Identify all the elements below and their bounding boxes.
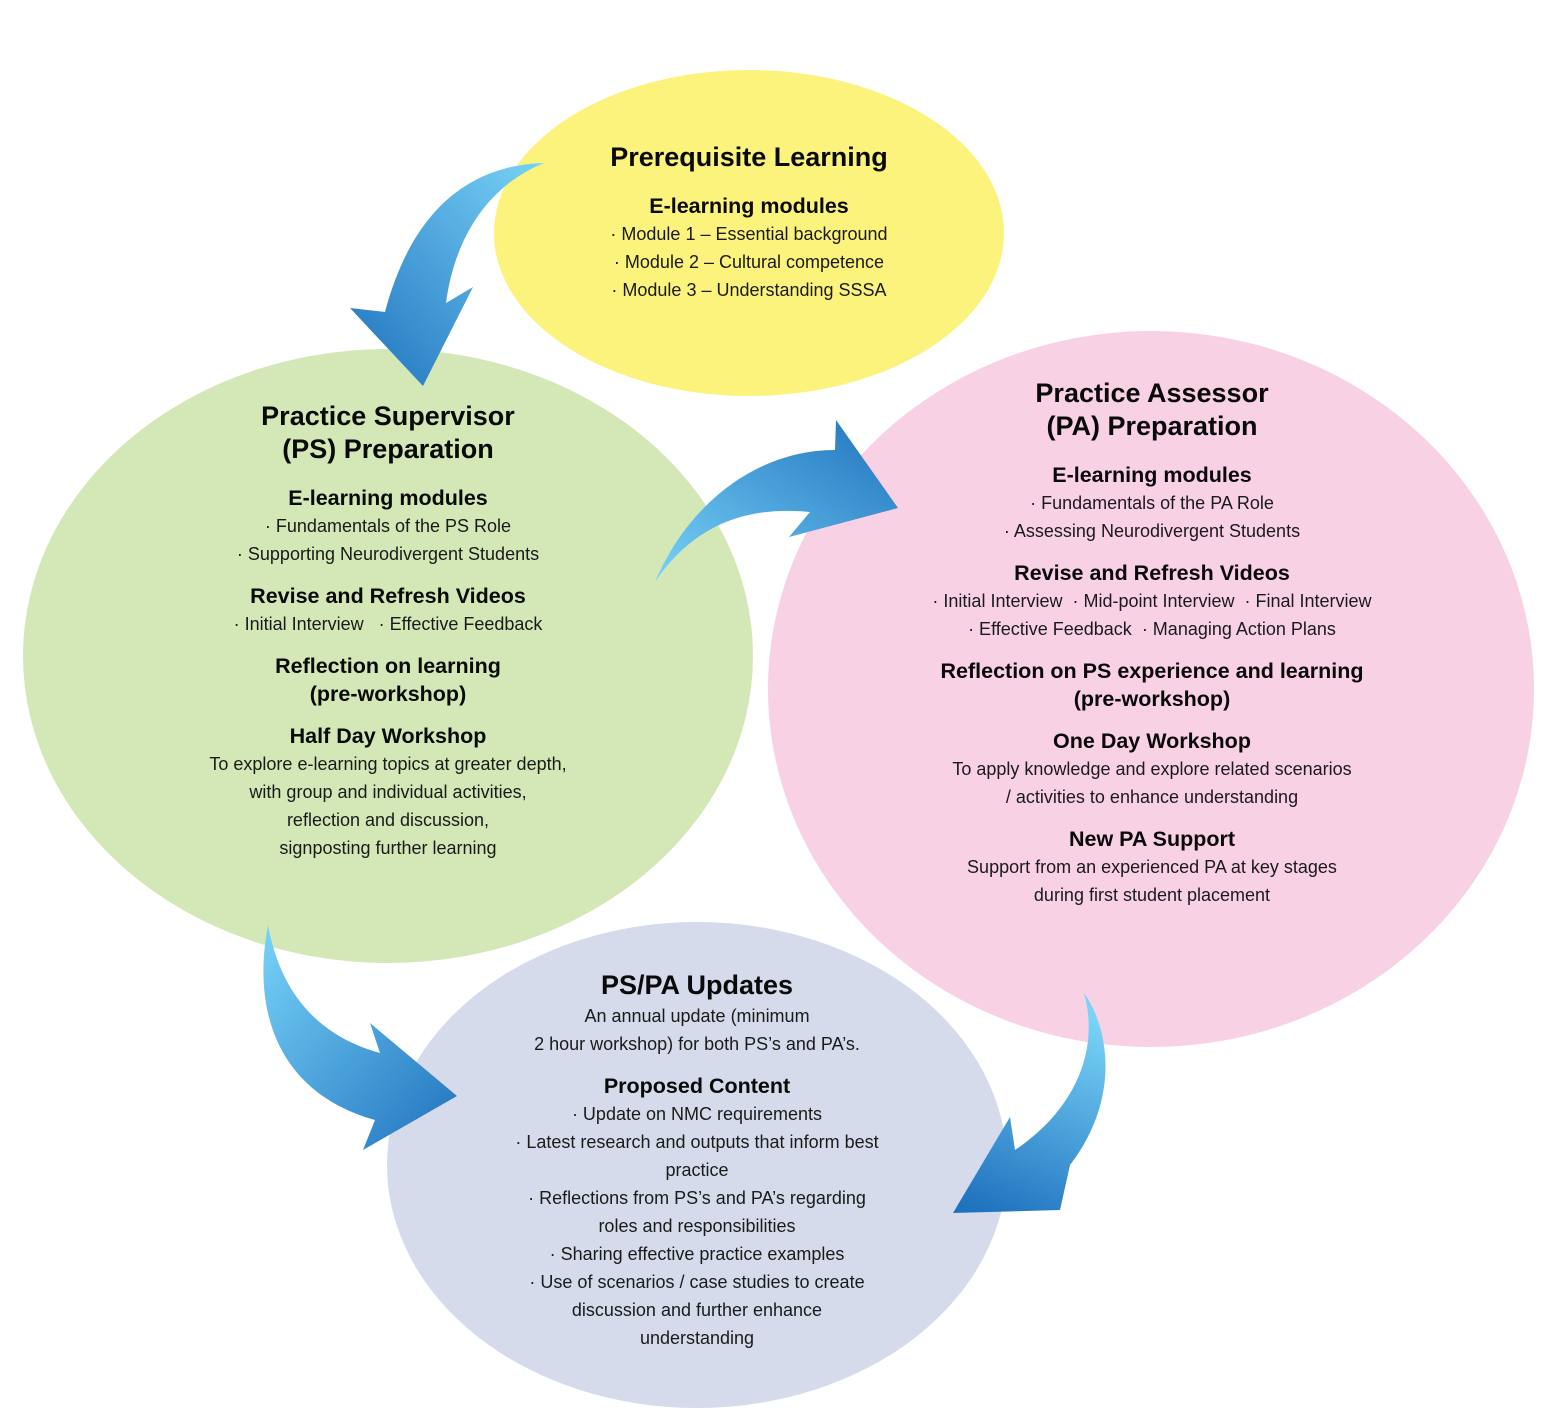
updates-item-5-line-1: · Use of scenarios / case studies to cre… [529,1272,865,1292]
updates-item-3-line-2: roles and responsibilities [598,1216,796,1236]
ps-workshop-line-1: To explore e-learning topics at greater … [209,754,567,774]
ps-workshop-line-2: with group and individual activities, [249,782,527,802]
ps-title-line-2: (PS) Preparation [282,434,494,464]
pa-reflection-heading-line-1: Reflection on PS experience and learning [940,659,1364,683]
prerequisite-content: Prerequisite Learning E-learning modules… [529,141,969,304]
pa-workshop-line-2: / activities to enhance understanding [1005,787,1299,807]
ps-workshop-heading: Half Day Workshop [289,724,487,748]
arrow-ps-to-pa-icon [655,420,898,582]
ps-content: Practice Supervisor (PS) Preparation E-l… [128,400,648,862]
pa-support-line-2: during first student placement [1033,885,1271,905]
pa-videos-line-1: · Initial Interview · Mid-point Intervie… [932,591,1372,611]
prerequisite-elearning-heading: E-learning modules [649,194,849,218]
pa-content: Practice Assessor (PA) Preparation E-lea… [852,377,1452,909]
pa-workshop-line-1: To apply knowledge and explore related s… [952,759,1352,779]
updates-item-3-line-1: · Reflections from PS’s and PA’s regardi… [528,1188,866,1208]
ps-elearning-item-1: · Fundamentals of the PS Role [264,516,512,536]
pa-elearning-heading: E-learning modules [1052,463,1252,487]
updates-content: PS/PA Updates An annual update (minimum … [437,969,957,1352]
updates-item-1: · Update on NMC requirements [571,1104,823,1124]
ps-elearning-item-2: · Supporting Neurodivergent Students [236,544,540,564]
prerequisite-bubble [494,70,1004,396]
ps-bubble [23,349,753,963]
ps-workshop-line-3: reflection and discussion, [286,810,490,830]
updates-bubble [387,922,1007,1408]
updates-item-5-line-2: discussion and further enhance [571,1300,823,1320]
ps-title-line-1: Practice Supervisor [261,401,515,431]
prerequisite-module-2: · Module 2 – Cultural competence [613,252,885,272]
pa-title-line-2: (PA) Preparation [1046,411,1258,441]
arrow-pa-to-updates-icon [953,993,1106,1213]
updates-content-heading: Proposed Content [603,1074,791,1098]
ps-elearning-heading: E-learning modules [288,486,488,510]
updates-item-4: · Sharing effective practice examples [549,1244,845,1264]
pa-support-heading: New PA Support [1068,827,1236,851]
pa-workshop-heading: One Day Workshop [1053,729,1251,753]
ps-workshop-line-4: signposting further learning [279,838,497,858]
ps-reflection-heading-line-1: Reflection on learning [275,654,501,678]
updates-intro-line-1: An annual update (minimum [584,1006,810,1026]
pa-bubble [768,331,1534,1047]
arrow-ps-to-updates-icon [263,925,457,1150]
pa-support-line-1: Support from an experienced PA at key st… [967,857,1337,877]
updates-intro-line-2: 2 hour workshop) for both PS’s and PA’s. [534,1034,860,1054]
updates-item-2-line-1: · Latest research and outputs that infor… [515,1132,879,1152]
prerequisite-title: Prerequisite Learning [610,142,888,172]
pa-videos-line-2: · Effective Feedback · Managing Action P… [968,619,1336,639]
pa-videos-heading: Revise and Refresh Videos [1014,561,1290,585]
pa-elearning-item-1: · Fundamentals of the PA Role [1030,493,1274,513]
pa-reflection-heading-line-2: (pre-workshop) [1073,687,1231,711]
updates-item-2-line-2: practice [665,1160,729,1180]
arrow-prerequisite-to-ps-icon [350,163,544,386]
prerequisite-module-1: · Module 1 – Essential background [610,224,888,244]
ps-videos-heading: Revise and Refresh Videos [250,584,526,608]
ps-videos-items: · Initial Interview · Effective Feedback [233,614,543,634]
pa-title-line-1: Practice Assessor [1035,378,1269,408]
ps-reflection-heading-line-2: (pre-workshop) [309,682,467,706]
prerequisite-module-3: · Module 3 – Understanding SSSA [611,280,887,300]
updates-item-5-line-3: understanding [639,1328,755,1348]
updates-title: PS/PA Updates [600,970,794,1000]
pa-elearning-item-2: · Assessing Neurodivergent Students [1003,521,1301,541]
